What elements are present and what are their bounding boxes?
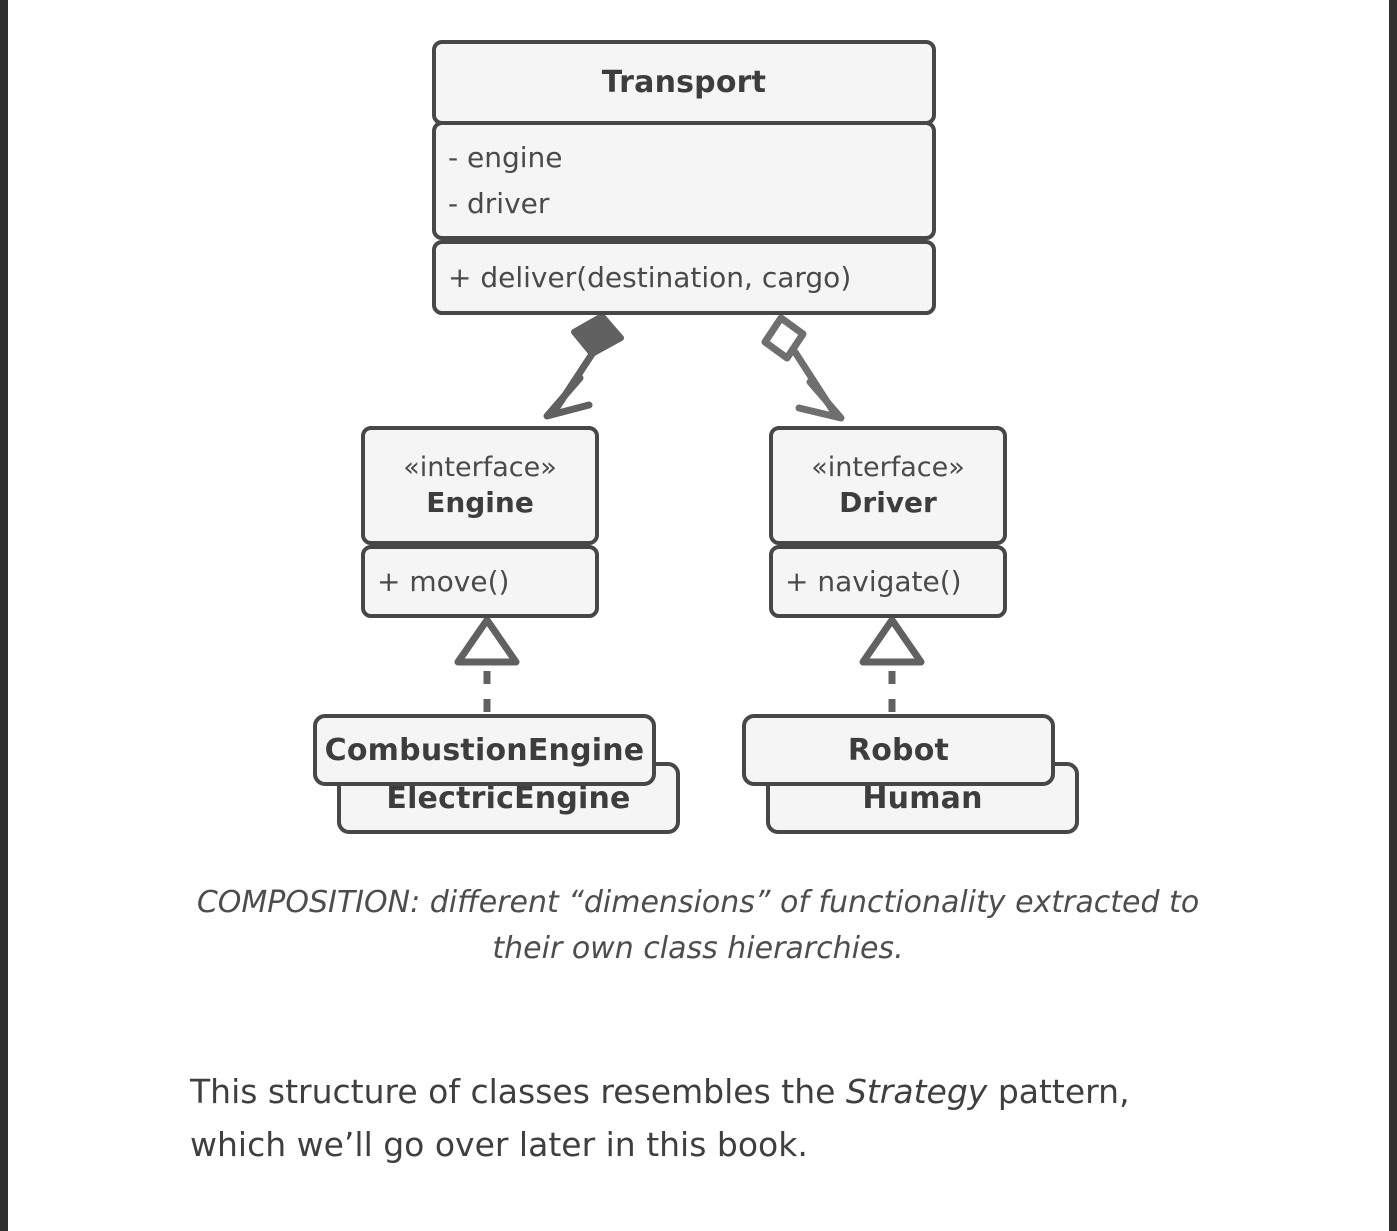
filled-diamond-icon (571, 313, 624, 357)
attribute-driver: - driver (448, 186, 550, 220)
interface-engine-methods: + move() (361, 545, 599, 618)
class-combustionengine-name: CombustionEngine (324, 732, 645, 768)
class-human-name: Human (862, 780, 983, 816)
method-navigate: + navigate() (785, 564, 962, 598)
relation-realization-robot-driver (859, 616, 925, 712)
interface-engine-header: «interface» Engine (361, 426, 599, 545)
interface-engine-stereotype: «interface» (403, 451, 557, 483)
uml-class-diagram: Transport - engine - driver + deliver(de… (8, 0, 1389, 870)
body-text-part1: This structure of classes resembles the (190, 1072, 846, 1111)
method-move: + move() (377, 564, 510, 598)
diagram-connectors (454, 313, 925, 712)
interface-engine-name: Engine (426, 485, 534, 519)
open-arrowhead-icon (795, 378, 845, 422)
class-robot: Robot (742, 714, 1055, 786)
class-robot-name: Robot (847, 732, 950, 768)
attribute-engine: - engine (448, 141, 563, 175)
relation-aggregation-transport-driver (761, 314, 845, 422)
class-transport-header: Transport (432, 40, 936, 125)
class-transport-attributes: - engine - driver (432, 121, 936, 240)
hollow-diamond-icon (761, 314, 807, 362)
interface-driver-stereotype: «interface» (811, 451, 965, 483)
interface-driver-methods: + navigate() (769, 545, 1007, 618)
method-deliver: + deliver(destination, cargo) (448, 260, 852, 294)
interface-driver-header: «interface» Driver (769, 426, 1007, 545)
class-transport-name: Transport (601, 65, 767, 100)
body-paragraph: This structure of classes resembles the … (190, 1065, 1230, 1172)
page-gutter-left (0, 0, 8, 1231)
figure-caption: COMPOSITION: different “dimensions” of f… (196, 885, 1200, 966)
interface-driver-name: Driver (839, 485, 937, 519)
page-content: Transport - engine - driver + deliver(de… (8, 0, 1389, 1231)
hollow-triangle-icon (859, 616, 925, 666)
class-combustionengine: CombustionEngine (313, 714, 656, 786)
class-electricengine-name: ElectricEngine (386, 780, 631, 816)
relation-composition-transport-engine (543, 313, 624, 420)
relation-realization-combustionengine-engine (454, 616, 520, 712)
body-text-emphasis: Strategy (845, 1072, 988, 1111)
hollow-triangle-icon (454, 616, 520, 666)
open-arrowhead-icon (543, 374, 593, 420)
class-transport-methods: + deliver(destination, cargo) (432, 240, 936, 315)
page-gutter-right (1389, 0, 1397, 1231)
body-text-part2: pattern, which we’ll go over later in th… (190, 1072, 1130, 1165)
